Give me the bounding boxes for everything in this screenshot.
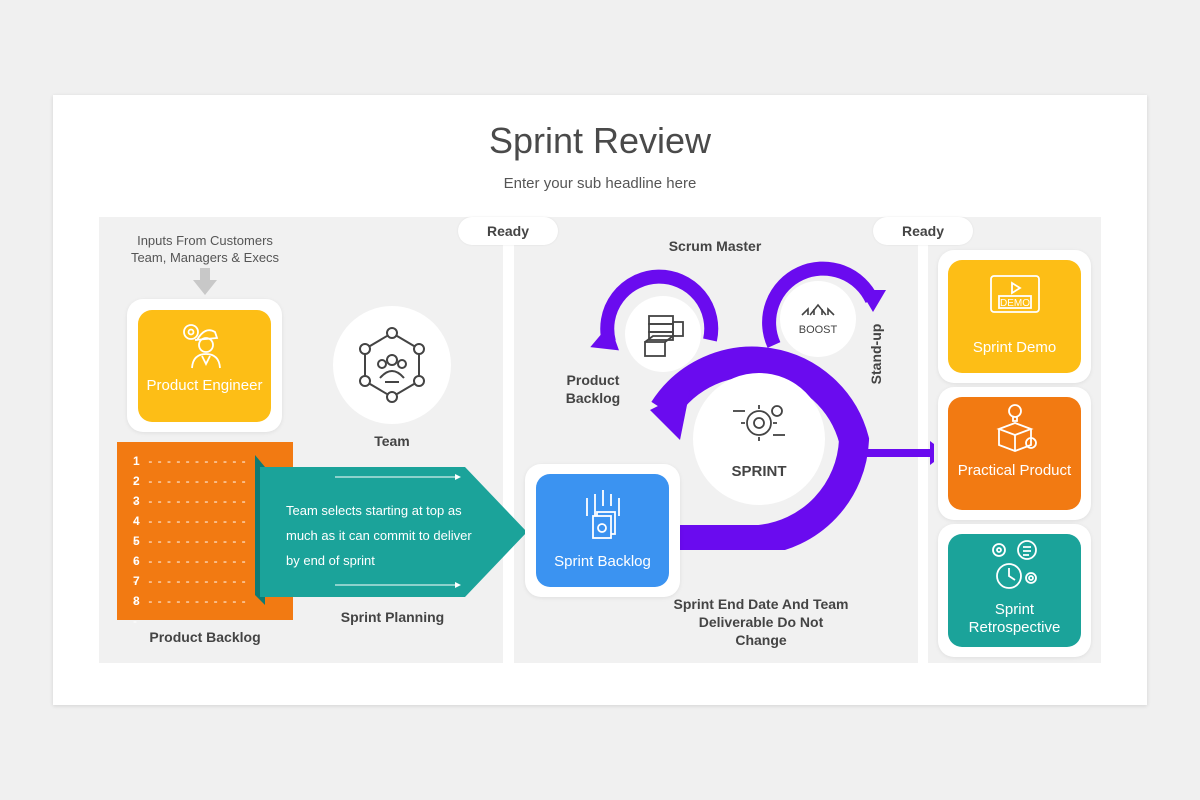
backlog-number: 4	[133, 514, 140, 528]
sprint-gear-icon	[733, 405, 785, 441]
backlog-number: 3	[133, 494, 140, 508]
sprint-circle: SPRINT	[693, 373, 825, 505]
sprint-planning-arrow	[255, 455, 527, 605]
demo-icon-text: DEMO	[1000, 298, 1030, 309]
sprint-label: SPRINT	[731, 463, 787, 480]
sprint-cycle-arrows	[590, 261, 934, 550]
planning-text: Team selects starting at top as much as …	[286, 503, 472, 568]
gears-clock-icon	[991, 540, 1037, 589]
product-engineer-card: Product Engineer	[138, 310, 271, 422]
backlog-row: 6 - - - - - - - - - - - -	[133, 554, 247, 588]
sprint-end-text: Sprint End Date And Team Deliverable Do …	[673, 596, 849, 648]
practical-product-card: Practical Product	[948, 397, 1081, 510]
sprint-backlog-label: Sprint Backlog	[554, 553, 651, 570]
backlog-number: 1	[133, 454, 140, 468]
team-network-icon	[359, 327, 425, 403]
backlog-number: 5	[133, 534, 140, 548]
product-backlog-circle	[625, 296, 701, 372]
boost-text: BOOST	[799, 324, 838, 336]
boost-icon: BOOST	[799, 303, 838, 336]
team-circle	[333, 306, 451, 424]
boost-circle: BOOST	[780, 281, 856, 357]
backlog-rows: 1 - - - - - - - - - - - - 2 - - - - - - …	[133, 451, 253, 628]
demo-icon: DEMO	[989, 275, 1040, 313]
practical-product-label: Practical Product	[957, 462, 1072, 479]
backlog-row: 3 - - - - - - - - - - - -	[133, 494, 247, 528]
sprint-demo-label: Sprint Demo	[972, 339, 1057, 356]
document-arrows-icon	[585, 490, 620, 539]
sprint-retrospective-card: Sprint Retrospective	[948, 534, 1081, 647]
ready-badge-left: Ready	[458, 217, 558, 245]
server-box-icon	[644, 315, 684, 357]
backlog-number: 8	[133, 594, 140, 608]
backlog-row: 5 - - - - - - - - - - - -	[133, 534, 247, 568]
inputs-text-line1: Inputs From Customers	[137, 233, 273, 248]
team-label: Team	[374, 433, 410, 449]
backlog-row: 1 - - - - - - - - - - - -	[133, 454, 247, 488]
page-title: Sprint Review	[488, 120, 712, 161]
product-engineer-label: Product Engineer	[146, 377, 263, 394]
page-subtitle: Enter your sub headline here	[503, 175, 697, 192]
sprint-retrospective-label: Sprint Retrospective	[968, 601, 1061, 636]
inputs-text-line2: Team, Managers & Execs	[130, 250, 280, 265]
product-backlog-small-label: Product Backlog	[565, 372, 621, 406]
sprint-demo-card: DEMO Sprint Demo	[948, 260, 1081, 373]
backlog-row: 8 - - - - - - - - - - - -	[133, 594, 247, 628]
inputs-text: Inputs From Customers Team, Managers & E…	[110, 232, 300, 266]
backlog-number: 7	[133, 574, 140, 588]
box-idea-icon	[995, 404, 1037, 452]
scrum-master-label: Scrum Master	[668, 238, 762, 254]
sprint-backlog-card: Sprint Backlog	[536, 474, 669, 587]
backlog-row: 7 - - - - - - - - - - - -	[133, 574, 247, 608]
backlog-number: 2	[133, 474, 140, 488]
engineer-icon	[182, 324, 221, 369]
ready-badge-right: Ready	[873, 217, 973, 245]
down-arrow-icon	[193, 268, 217, 295]
sprint-planning-label: Sprint Planning	[340, 609, 445, 625]
backlog-row: 4 - - - - - - - - - - - -	[133, 514, 247, 548]
backlog-row: 2 - - - - - - - - - - - -	[133, 474, 247, 508]
product-backlog-label: Product Backlog	[149, 629, 261, 645]
backlog-number: 6	[133, 554, 140, 568]
